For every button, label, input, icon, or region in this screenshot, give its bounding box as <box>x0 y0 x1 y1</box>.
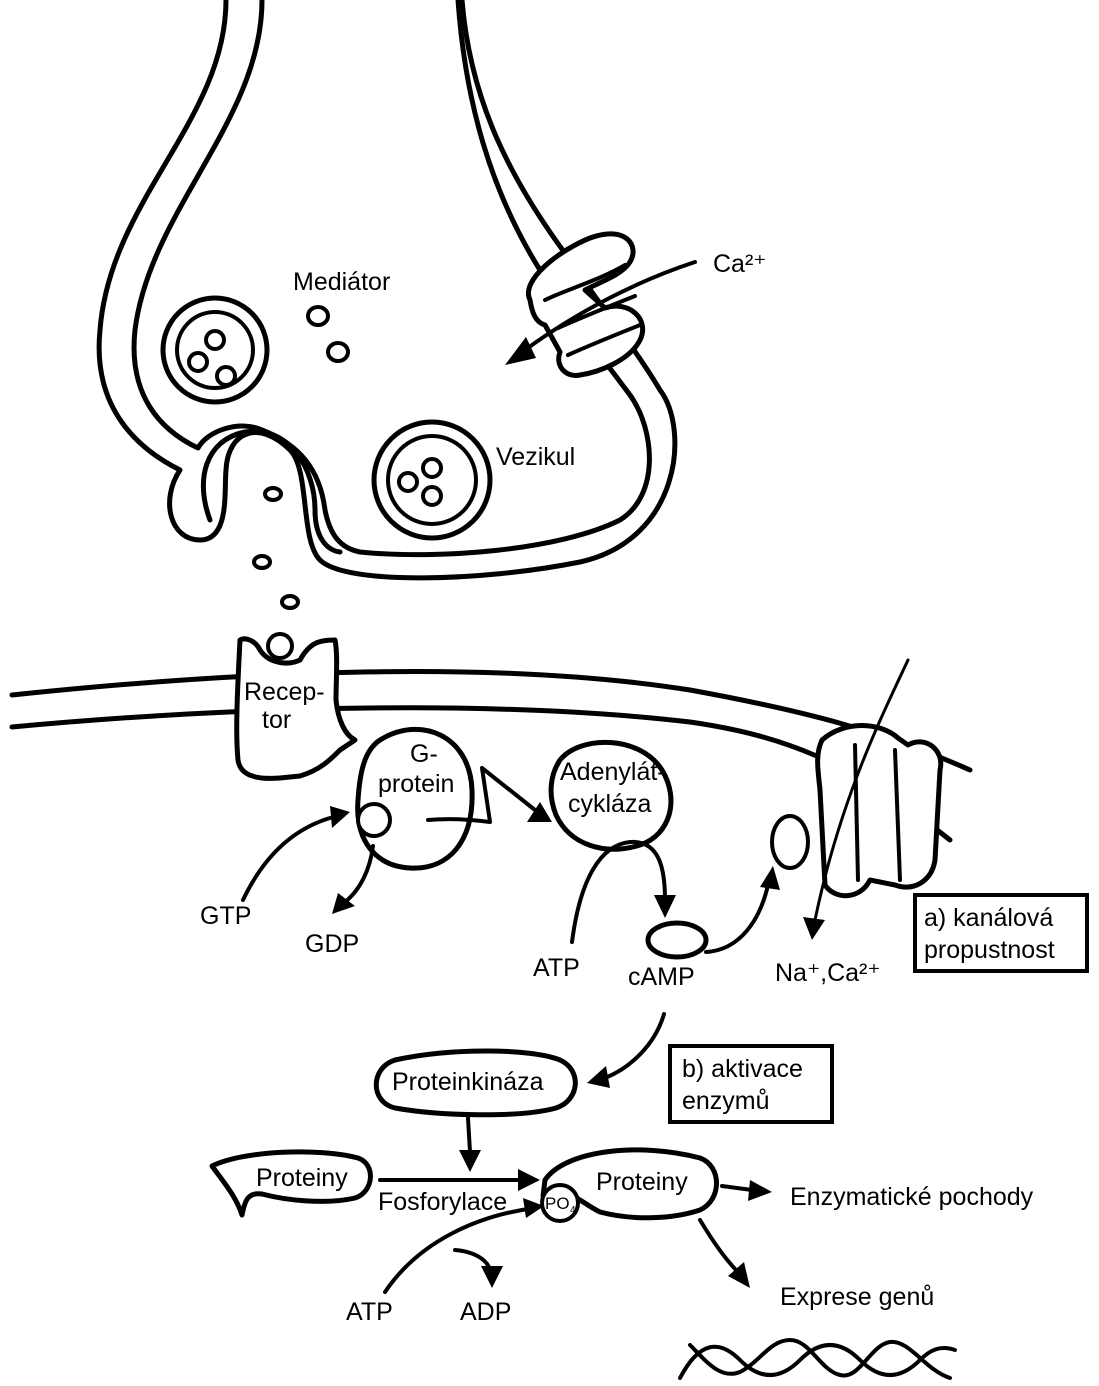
gdp-arrow <box>332 846 373 914</box>
enzymatic-processes-label: Enzymatické pochody <box>790 1183 1034 1211</box>
protein-left-label: Proteiny <box>256 1164 348 1192</box>
box-a-line2: propustnost <box>924 936 1055 964</box>
g-protein-label-line1: G- <box>410 740 438 768</box>
gene-expression-label: Exprese genů <box>780 1283 934 1311</box>
atp-label-camp: ATP <box>533 954 580 982</box>
box-a-line1: a) kanálová <box>924 904 1053 932</box>
po4-label: PO <box>545 1194 570 1213</box>
po4-subscript: 4 <box>570 1205 576 1216</box>
na-ca-label: Na⁺,Ca²⁺ <box>775 959 881 987</box>
calcium-label-top: Ca²⁺ <box>713 250 766 278</box>
gtp-arrow <box>243 806 350 900</box>
adenylate-cyclase-label-line1: Adenylát- <box>560 758 666 786</box>
enzymatic-arrow <box>722 1180 772 1201</box>
vesicle-label: Vezikul <box>496 443 575 471</box>
phosphorylation-label: Fosforylace <box>378 1188 507 1216</box>
g-protein-label-line2: protein <box>378 770 454 798</box>
atp-label-bottom: ATP <box>346 1298 393 1326</box>
gene-expression-arrow <box>700 1220 750 1288</box>
protein-kinase-label: Proteinkináza <box>392 1068 544 1096</box>
box-b-line1: b) aktivace <box>682 1055 803 1083</box>
receptor <box>237 634 355 778</box>
adp-label: ADP <box>460 1298 511 1326</box>
gdp-label: GDP <box>305 930 359 958</box>
dna-helix-icon <box>680 1340 955 1378</box>
box-b-line2: enzymů <box>682 1087 770 1115</box>
vesicle-left <box>163 298 267 402</box>
ion-channel <box>772 726 941 896</box>
camp-label: cAMP <box>628 963 695 991</box>
adenylate-cyclase-label-line2: cykláza <box>568 790 651 818</box>
camp-molecule <box>648 923 706 957</box>
receptor-label-line1: Recep- <box>244 678 325 706</box>
camp-to-channel-arrow <box>706 866 780 952</box>
gtp-label: GTP <box>200 902 251 930</box>
vesicle-right <box>374 422 490 538</box>
camp-to-kinase-arrow <box>587 1014 664 1088</box>
protein-right-label: Proteiny <box>596 1168 688 1196</box>
receptor-label-line2: tor <box>262 706 291 734</box>
kinase-to-protein-arrow <box>459 1118 481 1172</box>
mediator-label: Mediátor <box>293 268 390 296</box>
calcium-channel <box>528 234 642 376</box>
